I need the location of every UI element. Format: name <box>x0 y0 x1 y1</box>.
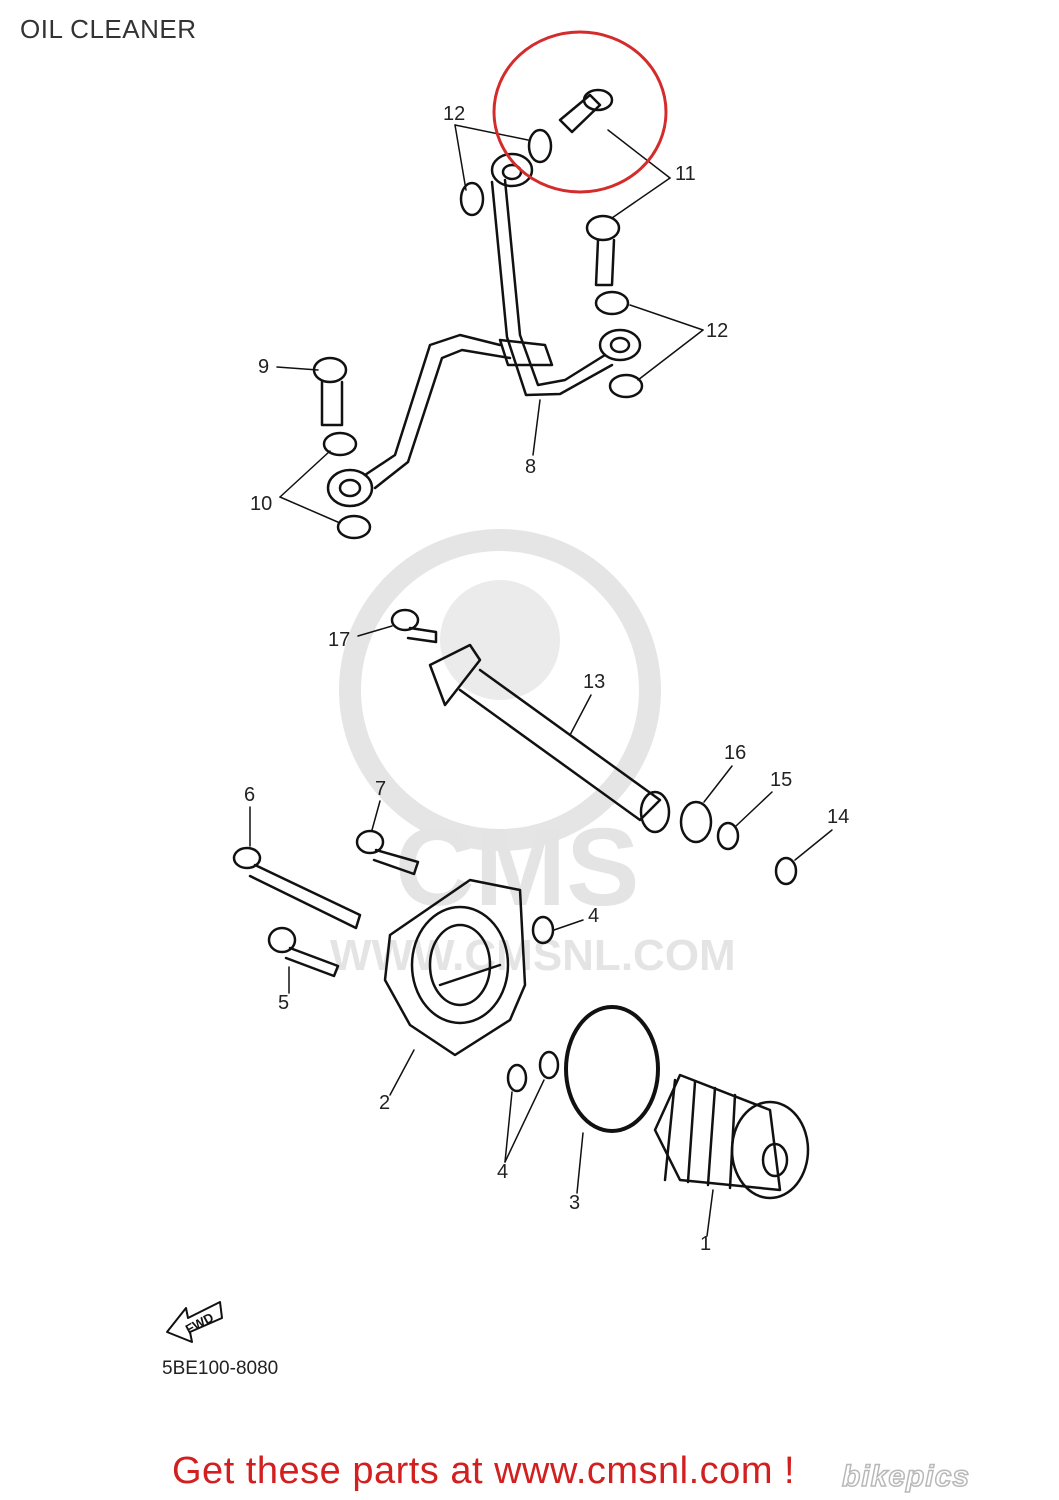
union-bolt-part-11-middle[interactable] <box>585 214 621 287</box>
callout-16: 16 <box>724 742 746 764</box>
o-ring-part-14[interactable] <box>774 856 798 886</box>
union-bolt-part-9[interactable] <box>312 356 348 427</box>
callout-12: 12 <box>443 103 465 125</box>
callout-10: 10 <box>250 493 272 515</box>
callout-14: 14 <box>827 806 849 828</box>
callout-8: 8 <box>525 456 536 478</box>
callout-15: 15 <box>770 769 792 791</box>
callout-11: 11 <box>675 163 696 185</box>
diagram-title: OIL CLEANER <box>20 14 197 44</box>
o-ring-part-16[interactable] <box>679 800 713 844</box>
diagram-reference-number: 5BE100-8080 <box>162 1358 279 1379</box>
leader-lines-lower <box>249 625 833 1237</box>
callout-3: 3 <box>569 1192 580 1214</box>
watermark-main-text: CMS <box>395 806 639 929</box>
o-ring-part-4-upper[interactable] <box>531 915 555 945</box>
watermark-url-text: WWW.CMSNL.COM <box>330 931 736 980</box>
purchase-link[interactable]: Get these parts at www.cmsnl.com ! <box>172 1450 796 1492</box>
callout-4: 4 <box>497 1161 508 1183</box>
bikepics-logo: bikepics <box>841 1459 971 1494</box>
callout-17: 17 <box>328 629 350 651</box>
oil-filter-part-1[interactable] <box>653 1073 810 1200</box>
callout-6: 6 <box>244 784 255 806</box>
bolt-part-17[interactable] <box>390 608 438 644</box>
callout-4: 4 <box>588 905 599 927</box>
bolt-part-5[interactable] <box>267 926 340 978</box>
o-ring-part-15[interactable] <box>716 821 740 851</box>
highlight-circle <box>492 30 668 194</box>
o-ring-part-4-lower[interactable] <box>506 1050 560 1093</box>
cms-watermark: CMS WWW.CMSNL.COM <box>330 529 736 980</box>
callout-13: 13 <box>583 671 605 693</box>
callout-1: 1 <box>700 1233 711 1255</box>
callout-9: 9 <box>258 356 269 378</box>
callout-5: 5 <box>278 992 289 1014</box>
callout-2: 2 <box>379 1092 390 1114</box>
callout-12: 12 <box>706 320 728 342</box>
o-ring-part-3[interactable] <box>564 1005 660 1133</box>
union-bolt-part-11-top[interactable] <box>558 88 614 134</box>
gasket-part-10[interactable] <box>322 431 372 540</box>
bolt-part-6[interactable] <box>232 846 362 930</box>
gasket-part-12[interactable] <box>459 128 644 399</box>
callout-7: 7 <box>375 778 386 800</box>
oil-filter-cover-part-2[interactable] <box>383 878 527 1057</box>
fwd-direction-badge <box>166 1301 223 1343</box>
leader-lines-upper <box>276 124 704 524</box>
bolt-part-7[interactable] <box>355 829 420 876</box>
oil-pipe-part-8[interactable] <box>326 152 642 508</box>
